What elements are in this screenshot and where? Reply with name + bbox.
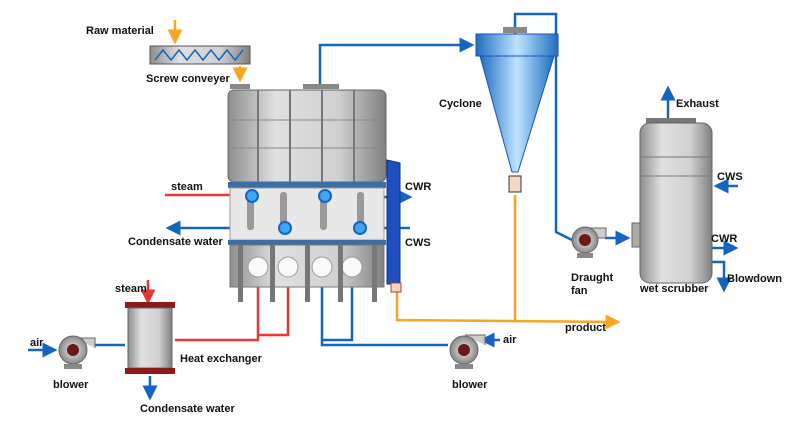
label-condensate-dryer: Condensate water bbox=[128, 236, 223, 248]
fluid-bed-dryer bbox=[227, 84, 402, 302]
label-cws-dryer: CWS bbox=[405, 237, 431, 249]
label-cwr-dryer: CWR bbox=[405, 181, 431, 193]
heat-exchanger bbox=[125, 302, 175, 374]
label-air-right: air bbox=[503, 334, 517, 346]
label-draught-fan-2: fan bbox=[571, 285, 588, 297]
label-screw-conveyer: Screw conveyer bbox=[146, 73, 230, 85]
blowdown-line bbox=[712, 260, 732, 293]
label-raw-material: Raw material bbox=[86, 25, 154, 37]
cyclone-to-fan-line bbox=[513, 12, 573, 242]
hot-air-line-1 bbox=[175, 271, 266, 342]
screw-conveyor bbox=[149, 45, 251, 65]
label-cyclone: Cyclone bbox=[439, 98, 482, 110]
label-condensate-hx: Condensate water bbox=[140, 403, 235, 415]
labels: Raw material Screw conveyer steam Conden… bbox=[30, 25, 782, 415]
label-steam-dryer: steam bbox=[171, 181, 203, 193]
product-line bbox=[395, 292, 621, 330]
label-exhaust: Exhaust bbox=[676, 98, 719, 110]
label-cws-scrubber: CWS bbox=[717, 171, 743, 183]
wet-scrubber bbox=[631, 118, 713, 284]
blower-left-unit bbox=[58, 335, 96, 369]
cyclone bbox=[475, 27, 559, 193]
cool-air-line-2 bbox=[322, 271, 360, 342]
label-draught-fan-1: Draught bbox=[571, 272, 614, 284]
label-air-left: air bbox=[30, 337, 44, 349]
label-blower-right: blower bbox=[452, 379, 488, 391]
label-blowdown: Blowdown bbox=[727, 273, 782, 285]
label-cwr-scrubber: CWR bbox=[711, 233, 737, 245]
draught-fan bbox=[571, 226, 607, 258]
label-blower-left: blower bbox=[53, 379, 89, 391]
label-wet-scrubber: wet scrubber bbox=[639, 283, 709, 295]
dryer-to-cyclone-line bbox=[318, 37, 475, 88]
hot-air-line-2 bbox=[258, 271, 296, 337]
label-product: product bbox=[565, 322, 606, 334]
blower-right-unit bbox=[449, 334, 486, 369]
label-steam-hx: steam bbox=[115, 283, 147, 295]
cool-air-line-1 bbox=[314, 271, 448, 347]
label-heat-exchanger: Heat exchanger bbox=[180, 353, 263, 365]
